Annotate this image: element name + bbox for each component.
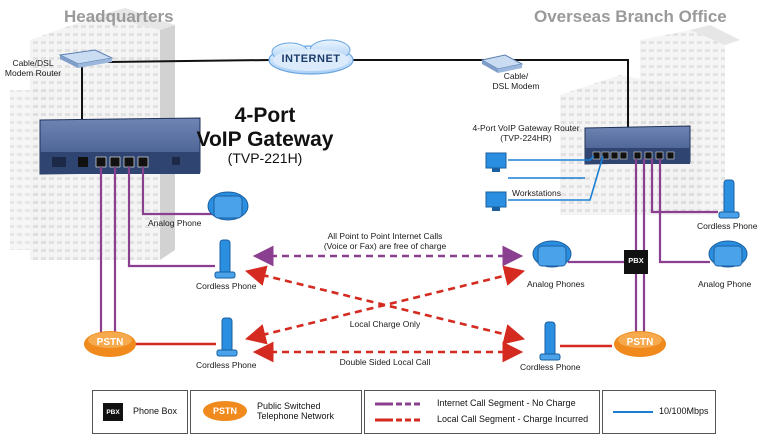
legend-local-segment: Local Call Segment - Charge Incurred — [437, 414, 589, 424]
double-local-note: Double Sided Local Call — [339, 357, 431, 367]
phone-icons — [207, 179, 748, 361]
internet-label: INTERNET — [281, 53, 341, 65]
legend-ethernet-text: 10/100Mbps — [659, 406, 709, 416]
pstn-left — [84, 331, 136, 357]
call-paths — [244, 245, 526, 363]
legend-internet-segment: Internet Call Segment - No Charge — [437, 398, 576, 408]
legend-pbx-box: PBX Phone Box — [92, 390, 188, 434]
pbx-box — [624, 250, 648, 274]
hq-analog-phone-label: Analog Phone — [148, 218, 202, 228]
branch-buildings — [560, 25, 740, 215]
branch-heading: Overseas Branch Office — [534, 7, 727, 26]
pstn-left-label: PSTN — [96, 337, 124, 348]
local-call-lines — [134, 342, 612, 348]
internet-cloud — [268, 39, 354, 75]
legend-segment-box: Internet Call Segment - No Charge Local … — [364, 390, 600, 434]
hq-modem-router — [58, 49, 114, 68]
pbx-label: PBX — [628, 256, 644, 265]
legend-segment-swatches — [375, 402, 431, 422]
legend-pbx-badge: PBX — [103, 403, 123, 421]
legend-ethernet-swatch — [613, 411, 653, 413]
gateway-title-line1: 4-Port — [234, 104, 296, 127]
legend-pstn-box: PSTN Public Switched Telephone Network — [190, 390, 362, 434]
workstation-icons — [485, 152, 507, 211]
pstn-right — [614, 331, 666, 357]
branch-cordless-top-label: Cordless Phone — [697, 221, 758, 231]
legend-phone-box-text: Phone Box — [133, 406, 178, 416]
gateway-title-line2: VoIP Gateway — [196, 127, 334, 151]
workstations-label: Workstations — [512, 188, 561, 198]
branch-analog-phone-label: Analog Phone — [698, 279, 752, 289]
gateway-title: 4-Port VoIP Gateway (TVP-221H) — [190, 104, 340, 167]
branch-gateway-device — [584, 125, 691, 165]
ethernet-links — [508, 155, 604, 201]
branch-cordless-bottom-label: Cordless Phone — [520, 362, 581, 372]
hq-cordless-phone-label-1: Cordless Phone — [196, 281, 257, 291]
branch-router-label: 4-Port VoIP Gateway Router (TVP-224HR) — [472, 123, 580, 143]
branch-modem — [480, 54, 524, 73]
legend: PBX Phone Box PSTN Public Switched Telep… — [92, 390, 716, 434]
headquarters-heading: Headquarters — [64, 7, 174, 26]
branch-analog-phones-label: Analog Phones — [527, 279, 585, 289]
legend-ethernet-box: 10/100Mbps — [602, 390, 716, 434]
free-calls-note: All Point to Point Internet Calls (Voice… — [323, 231, 447, 251]
hq-gateway-device — [39, 117, 201, 175]
branch-phone-lines — [568, 159, 718, 340]
hq-phone-lines — [99, 167, 215, 342]
pstn-right-label: PSTN — [626, 337, 654, 348]
legend-pstn-text: Public Switched Telephone Network — [257, 401, 335, 421]
local-charge-note: Local Charge Only — [349, 319, 421, 329]
hq-modem-label: Cable/DSL Modem Router — [4, 58, 62, 78]
branch-modem-label: Cable/ DSL Modem — [492, 71, 540, 91]
hq-cordless-phone-label-2: Cordless Phone — [196, 360, 257, 370]
gateway-model: (TVP-221H) — [227, 150, 303, 167]
legend-pstn-badge: PSTN — [203, 401, 247, 421]
